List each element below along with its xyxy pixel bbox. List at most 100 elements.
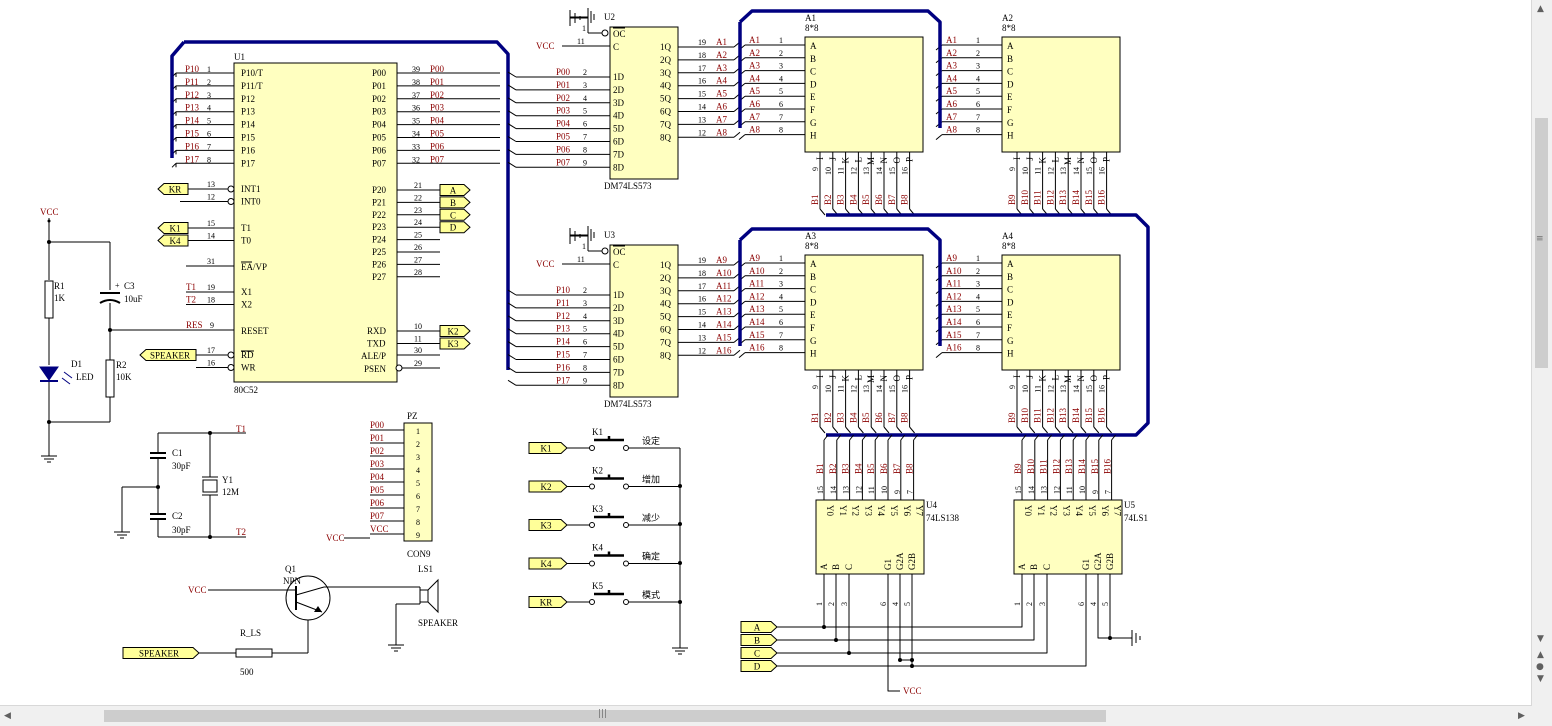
matrix-pin-number: 2: [976, 267, 980, 276]
matrix-row-net: A14: [749, 317, 765, 327]
mcu-p1-net: P14: [185, 116, 200, 126]
bus-p1-main: [184, 40, 510, 370]
center-dot-icon[interactable]: ●: [1536, 662, 1544, 672]
mcu-p0-net: P05: [430, 129, 445, 139]
matrix-row-net: A11: [749, 279, 764, 289]
page-down-icon[interactable]: ▼: [1537, 674, 1544, 684]
latch-pin-number: 7: [583, 133, 587, 142]
matrix-col-net: B10: [1020, 189, 1030, 205]
vertical-scrollbar[interactable]: ▲ ≡ ▼ ▲ ● ▼: [1531, 0, 1552, 706]
matrix-row-net: A3: [749, 61, 760, 71]
horizontal-scroll-thumb[interactable]: [104, 710, 1106, 722]
decoder-ref: U4: [926, 500, 937, 510]
latch-output-net: A11: [716, 281, 731, 291]
latch-output-net: A12: [716, 294, 732, 304]
scroll-up-arrow-icon[interactable]: ▲: [1537, 4, 1544, 14]
page-up-icon[interactable]: ▲: [1537, 650, 1544, 660]
latch-input-net: P06: [556, 144, 571, 154]
mcu-p0-net: P02: [430, 90, 444, 100]
mcu-p1-net: P17: [185, 154, 200, 164]
scroll-right-arrow-icon[interactable]: ▶: [1518, 711, 1525, 721]
matrix-row-label: H: [810, 349, 817, 359]
bus-entry: [507, 71, 517, 78]
matrix-row-net: A14: [946, 317, 962, 327]
latch-pin-number: 8: [583, 145, 587, 154]
bus-entry: [507, 161, 517, 168]
matrix-col-label: I: [815, 157, 825, 160]
speaker-body: [419, 589, 429, 603]
mcu-pin-name: RESET: [241, 326, 269, 336]
mcu-pin-number: 4: [207, 104, 211, 113]
matrix-pin-number: 12: [1046, 385, 1055, 393]
decoder-ref: U5: [1124, 500, 1135, 510]
matrix-row-label: C: [810, 67, 816, 77]
matrix-col-net: B12: [1045, 408, 1055, 423]
latch-pin-number: 17: [698, 64, 706, 73]
decoder-out-label: Y2: [1049, 505, 1059, 516]
matrix-col-label: L: [1050, 157, 1060, 163]
port-KR: [157, 183, 189, 195]
latch-pin-number: 5: [583, 325, 587, 334]
matrix-col-label: J: [1025, 157, 1035, 161]
mcu-pin-number: 39: [412, 65, 420, 74]
matrix-pin-number: 14: [1072, 385, 1081, 393]
scroll-down-arrow-icon[interactable]: ▼: [1537, 634, 1544, 644]
wire: [777, 610, 1023, 628]
decoder-in-label: G1: [883, 559, 893, 570]
ls1-ref: LS1: [418, 564, 433, 574]
matrix-col-label: I: [815, 375, 825, 378]
matrix-col-net: B16: [1097, 407, 1107, 423]
vertical-scroll-thumb[interactable]: [1535, 118, 1548, 368]
matrix-pin-number: 7: [779, 331, 783, 340]
decoder-pin-number: 2: [827, 602, 836, 606]
bus-entry: [507, 328, 517, 335]
horizontal-scrollbar[interactable]: ◀ ||| ▶: [0, 705, 1532, 726]
matrix-col-label: L: [853, 157, 863, 163]
matrix-pin-number: 9: [811, 167, 820, 171]
latch-ref: U3: [604, 230, 615, 240]
matrix-col-net: B14: [1071, 407, 1081, 423]
decoder-in-label: A: [819, 563, 829, 570]
matrix-pin-number: 14: [1072, 167, 1081, 175]
matrix-row-label: A: [810, 259, 817, 269]
header-pin-number: 3: [416, 453, 420, 462]
mcu-p1-net: P12: [185, 90, 199, 100]
bus-entry: [883, 426, 890, 434]
mcu-pin-number: 5: [207, 117, 211, 126]
bus-entry: [738, 352, 746, 358]
polarity-plus: +: [115, 281, 120, 290]
matrix-row-net: A7: [749, 112, 760, 122]
matrix-col-label: N: [879, 375, 889, 382]
latch-input-net: P15: [556, 350, 571, 360]
matrix-pin-number: 10: [824, 167, 833, 175]
latch-pin-name: 6D: [613, 137, 625, 147]
header-pin-number: 7: [416, 505, 420, 514]
port-K4: [157, 234, 189, 247]
key-label: 增加: [642, 474, 660, 485]
matrix-row-label: F: [1007, 105, 1012, 115]
decoder-pin-number: 11: [867, 486, 876, 494]
latch-pin-number: 13: [698, 115, 706, 124]
decoder-out-label: Y3: [863, 505, 873, 516]
mcu-pin-name: WR: [241, 363, 256, 373]
header-pin-number: 1: [416, 427, 420, 436]
latch-pin-number: 15: [698, 308, 706, 317]
decoder-pin-number: 5: [1101, 602, 1110, 606]
y1-value: 12M: [222, 487, 239, 497]
port-D-label: D: [450, 223, 457, 233]
latch-pin-number: 6: [583, 338, 587, 347]
junction-dot: [678, 522, 682, 526]
scroll-left-arrow-icon[interactable]: ◀: [4, 711, 11, 721]
mcu-pin-number: 7: [207, 142, 211, 151]
key-ref: K1: [592, 427, 603, 437]
matrix-row-label: H: [1007, 131, 1014, 141]
key-ref: K2: [592, 466, 603, 476]
matrix-row-label: D: [1007, 79, 1014, 89]
port-K4-label: K4: [170, 236, 181, 246]
decoder-pin-number: 9: [893, 490, 902, 494]
vcc-label: VCC: [536, 259, 555, 269]
matrix-row-label: C: [810, 285, 816, 295]
rls-value: 500: [240, 667, 254, 677]
key-contact-icon: [589, 483, 595, 490]
